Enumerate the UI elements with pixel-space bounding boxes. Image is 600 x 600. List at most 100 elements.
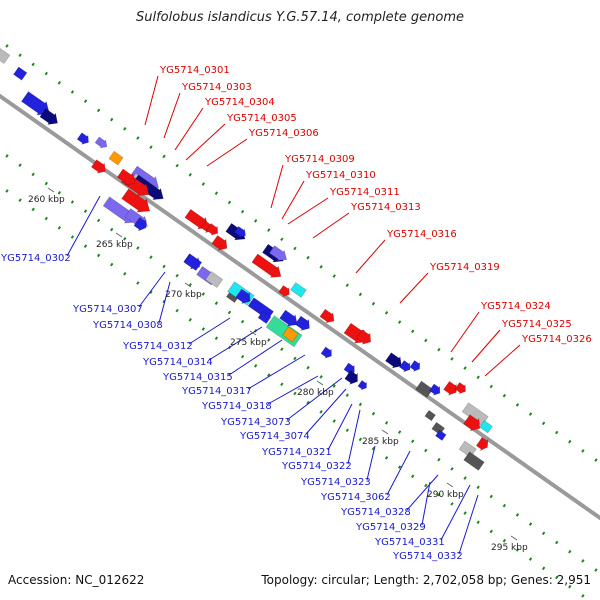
scale-tick-label: 285 kbp	[362, 437, 399, 447]
forward-leader-line	[174, 107, 204, 151]
forward-gene-label: YG5714_0326	[521, 334, 592, 345]
gene-feature	[0, 38, 11, 64]
reverse-leader-line	[188, 317, 231, 345]
gene-arrow	[355, 329, 372, 345]
gene-feature	[409, 360, 421, 372]
forward-gene-label: YG5714_0310	[305, 170, 376, 181]
gene-arrow	[319, 308, 335, 324]
scale-tick-mark	[47, 187, 55, 193]
reverse-gene-label: YG5714_3074	[239, 431, 310, 442]
gene-feature	[475, 437, 489, 452]
gene-arrow	[76, 132, 89, 145]
gene-arrow	[344, 370, 358, 385]
reverse-leader-line	[406, 474, 439, 511]
gene-arrow	[320, 346, 332, 359]
gene-arrow	[294, 315, 310, 332]
gene-box	[463, 451, 485, 471]
gene-feature	[479, 420, 493, 434]
gene-feature	[290, 282, 307, 298]
reverse-gene-label: YG5714_0329	[355, 522, 426, 533]
gene-feature	[463, 414, 481, 432]
gene-arrow	[39, 108, 58, 125]
scale-tick-mark	[115, 232, 123, 238]
gene-arrow	[279, 309, 298, 327]
gene-feature	[76, 132, 89, 145]
map-title: Sulfolobus islandicus Y.G.57.14, complet…	[136, 10, 464, 25]
forward-gene-label: YG5714_0311	[329, 187, 400, 198]
scale-tick-mark	[316, 380, 324, 386]
reverse-leader-line	[158, 281, 171, 324]
reverse-leader-line	[66, 195, 101, 257]
reverse-gene-label: YG5714_0317	[181, 386, 252, 397]
forward-gene-label: YG5714_0304	[204, 97, 275, 108]
scale-tick-mark	[446, 482, 454, 488]
gene-feature	[415, 380, 434, 398]
forward-leader-line	[144, 75, 159, 126]
reverse-leader-line	[327, 403, 353, 451]
scale-tick-label: 295 kbp	[491, 543, 528, 553]
gene-feature	[90, 159, 106, 174]
gene-arrow	[211, 235, 228, 251]
reverse-leader-line	[208, 326, 263, 361]
reverse-gene-label: YG5714_0323	[300, 477, 371, 488]
gene-arrow	[235, 288, 251, 305]
gc-dotted-track	[0, 149, 600, 575]
gene-feature	[320, 346, 332, 359]
scale-tick-mark	[381, 429, 389, 435]
reverse-leader-line	[421, 481, 431, 526]
gene-feature	[133, 217, 147, 232]
forward-gene-labels: YG5714_0301YG5714_0303YG5714_0304YG5714_…	[159, 65, 592, 345]
scale-tick-label: 270 kbp	[165, 290, 202, 300]
reverse-leader-line	[267, 375, 319, 405]
accession-text: Accession: NC_012622	[8, 573, 145, 587]
reverse-gene-label: YG5714_3062	[320, 492, 391, 503]
gene-box	[435, 429, 447, 441]
reverse-leader-line	[138, 271, 166, 308]
gene-feature	[251, 253, 282, 278]
reverse-gene-label: YG5714_0321	[261, 447, 332, 458]
reverse-gene-label: YG5714_0307	[72, 304, 143, 315]
gene-feature	[319, 308, 335, 324]
gene-feature	[458, 440, 477, 458]
gene-arrow	[454, 382, 466, 395]
gene-feature	[385, 352, 402, 369]
gene-feature	[257, 310, 272, 324]
gene-arrow	[463, 414, 481, 432]
gene-feature	[116, 168, 136, 186]
gene-feature	[108, 150, 124, 166]
gene-feature	[355, 329, 372, 345]
forward-gene-label: YG5714_0306	[248, 128, 319, 139]
reverse-leader-line	[347, 409, 361, 465]
reverse-gene-label: YG5714_0314	[142, 357, 213, 368]
gene-box	[13, 66, 28, 81]
forward-leader-line	[471, 329, 501, 363]
reverse-gene-label: YG5714_0328	[340, 507, 411, 518]
scale-tick-label: 265 kbp	[96, 240, 133, 250]
gene-feature	[357, 380, 367, 391]
gene-feature	[463, 451, 485, 471]
gene-feature	[205, 270, 224, 289]
gene-feature	[282, 326, 299, 343]
gene-feature	[121, 188, 151, 213]
gene-feature	[424, 410, 436, 422]
gene-arrow	[399, 360, 411, 373]
gene-feature	[184, 253, 203, 271]
forward-gene-label: YG5714_0303	[181, 82, 252, 93]
reverse-leader-line	[286, 377, 343, 421]
gene-box	[205, 270, 224, 289]
forward-gene-label: YG5714_0316	[386, 229, 457, 240]
reverse-leader-line	[458, 494, 479, 555]
forward-leader-line	[163, 92, 181, 139]
forward-leader-line	[312, 212, 350, 239]
gene-feature	[294, 315, 310, 332]
reverse-gene-label: YG5714_0332	[392, 551, 463, 562]
gene-box	[424, 410, 436, 422]
gene-feature	[454, 382, 466, 395]
scale-tick-label: 280 kbp	[297, 388, 334, 398]
gene-feature	[247, 297, 274, 321]
reverse-gene-label: YG5714_3073	[220, 417, 291, 428]
gene-feature	[94, 136, 108, 149]
gene-box	[108, 150, 124, 166]
